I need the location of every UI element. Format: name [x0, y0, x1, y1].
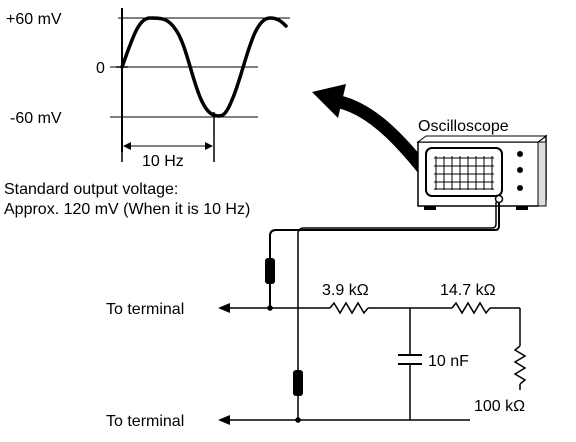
resistor-14-7k-symbol [451, 301, 491, 315]
oscilloscope-device: Oscilloscope [416, 118, 548, 210]
probe-leads [265, 202, 500, 420]
terminal-top-arrow-icon [218, 303, 230, 313]
waveform-bottom-label: -60 mV [10, 110, 62, 127]
note-line-2: Approx. 120 mV (When it is 10 Hz) [4, 201, 250, 218]
waveform-graph: +60 mV 0 -60 mV 10 Hz [6, 8, 290, 170]
resistor-100k-symbol [513, 345, 527, 385]
note-line-1: Standard output voltage: [4, 181, 178, 198]
terminal-bottom-arrow-icon [218, 415, 230, 425]
circuit [228, 301, 527, 423]
terminal-bottom-label: To terminal [106, 413, 184, 430]
oscilloscope-label: Oscilloscope [418, 118, 509, 135]
capacitor-10nf-label: 10 nF [428, 353, 469, 370]
resistor-3-9k-label: 3.9 kΩ [322, 282, 369, 299]
waveform-top-label: +60 mV [6, 11, 62, 28]
waveform-zero-label: 0 [96, 60, 105, 77]
terminal-top-label: To terminal [106, 301, 184, 318]
resistor-3-9k-symbol [329, 301, 369, 315]
oscilloscope-screen-icon [425, 147, 503, 197]
period-arrow-left [123, 142, 131, 150]
oscilloscope-input-jack-icon [494, 194, 504, 204]
resistor-100k-label: 100 kΩ [474, 398, 525, 415]
probe-grip-icon [265, 258, 275, 284]
curved-arrow-icon [312, 84, 430, 175]
resistor-14-7k-label: 14.7 kΩ [440, 282, 496, 299]
oscilloscope-knob-icon [517, 167, 523, 173]
period-arrow-right [205, 142, 213, 150]
probe-grip-icon [293, 370, 303, 396]
waveform-period-label: 10 Hz [142, 153, 184, 170]
oscilloscope-knob-icon [517, 151, 523, 157]
oscilloscope-knob-icon [517, 185, 523, 191]
